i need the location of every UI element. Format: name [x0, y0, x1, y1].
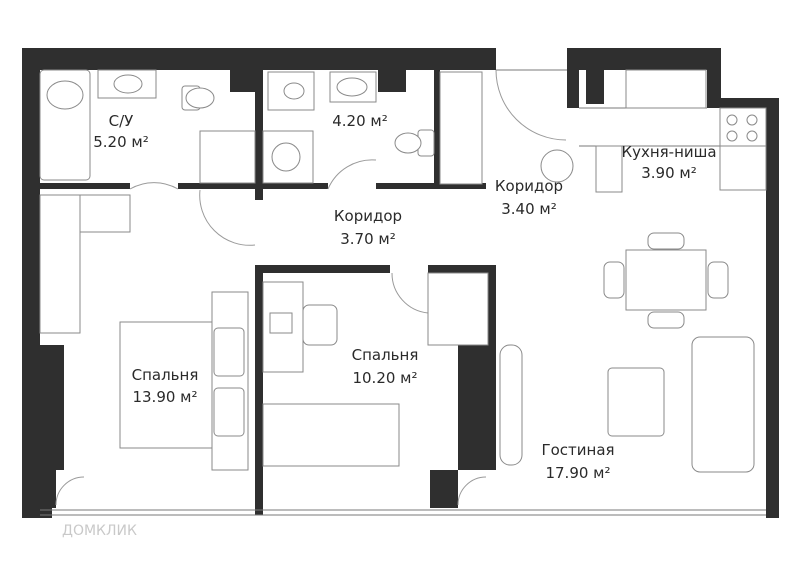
wardrobe-bedroom-1: [39, 194, 81, 334]
room-bedroom-2-area: 10.20 м²: [352, 369, 417, 387]
bathroom-fixtures: [39, 69, 483, 185]
sofa-icon: [691, 336, 755, 473]
doors: [55, 69, 567, 506]
room-bedroom-2-name: Спальня: [352, 346, 419, 364]
room-bathroom-area: 5.20 м²: [93, 133, 149, 151]
room-kitchen-name: Кухня-ниша: [621, 143, 716, 161]
shower-icon: [199, 130, 256, 184]
walls: [22, 48, 779, 518]
watermark-text: ДОМКЛИК: [62, 523, 137, 539]
room-bedroom-1-name: Спальня: [132, 366, 199, 384]
coffee-table-icon: [607, 367, 665, 437]
wardrobe-bedroom-2: [427, 272, 489, 346]
bedroom-furniture: [39, 194, 489, 471]
dining-table-icon: [625, 249, 707, 311]
room-kitchen-area: 3.90 м²: [641, 164, 697, 182]
room-corridor-2-area: 3.40 м²: [501, 200, 557, 218]
room-corridor-1-name: Коридор: [334, 207, 402, 225]
room-toilet-area: 4.20 м²: [332, 112, 388, 130]
stove-icon: [719, 107, 767, 147]
room-labels: С/У 5.20 м² 4.20 м² Коридор 3.70 м² Кори…: [93, 112, 716, 482]
kitchen-fixtures: [540, 69, 767, 193]
room-corridor-1-area: 3.70 м²: [340, 230, 396, 248]
kitchen-sink-icon: [625, 69, 707, 109]
room-bedroom-1-area: 13.90 м²: [132, 388, 197, 406]
armchair-icon: [499, 344, 523, 466]
room-living-area: 17.90 м²: [545, 464, 610, 482]
room-bathroom-name: С/У: [109, 112, 134, 130]
living-room-furniture: [499, 232, 755, 473]
room-living-name: Гостиная: [541, 441, 614, 459]
room-corridor-2-name: Коридор: [495, 177, 563, 195]
single-bed-icon: [262, 403, 400, 467]
round-table-icon: [540, 149, 574, 183]
double-bed-icon: [119, 321, 213, 449]
wardrobe-corridor: [439, 71, 483, 185]
